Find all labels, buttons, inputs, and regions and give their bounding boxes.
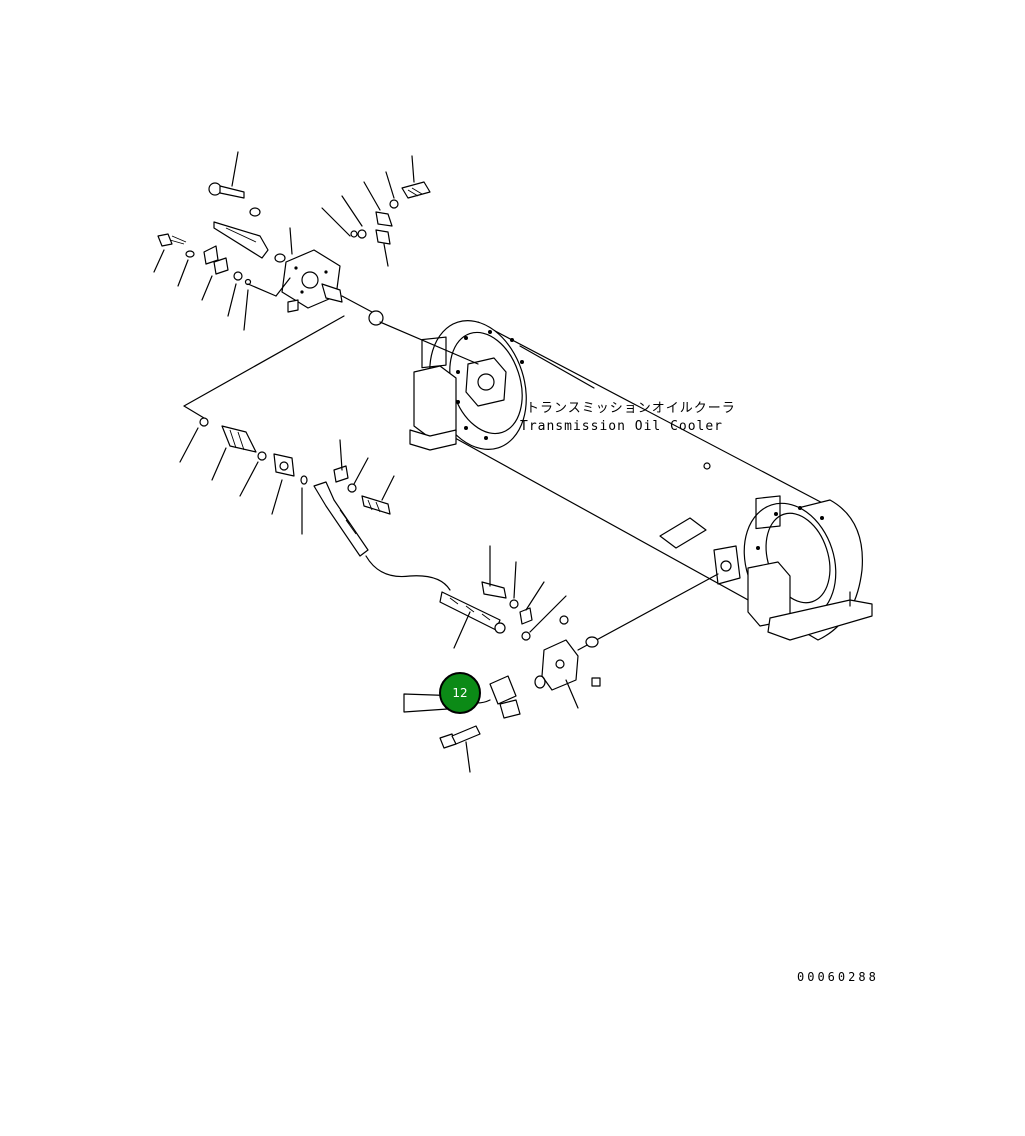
oil-cooler-body <box>409 320 873 641</box>
lower-fitting-assembly <box>403 573 719 749</box>
upper-valve-assembly <box>157 181 431 326</box>
leader-lines-lower <box>453 545 579 773</box>
mid-hose-assembly <box>183 315 451 591</box>
label-japanese: トランスミッションオイルクーラ <box>526 401 736 416</box>
leader-lines-upper <box>153 151 415 331</box>
o-ring-connector-line <box>379 321 479 365</box>
callout-badge-12[interactable]: 12 <box>439 672 481 714</box>
drawing-code: 00060288 <box>797 970 879 984</box>
callout-number: 12 <box>452 686 467 700</box>
label-leader-line <box>519 345 595 389</box>
label-english: Transmission Oil Cooler <box>520 419 723 434</box>
left-flange-bolts <box>456 330 524 440</box>
leader-lines-mid <box>179 427 395 535</box>
